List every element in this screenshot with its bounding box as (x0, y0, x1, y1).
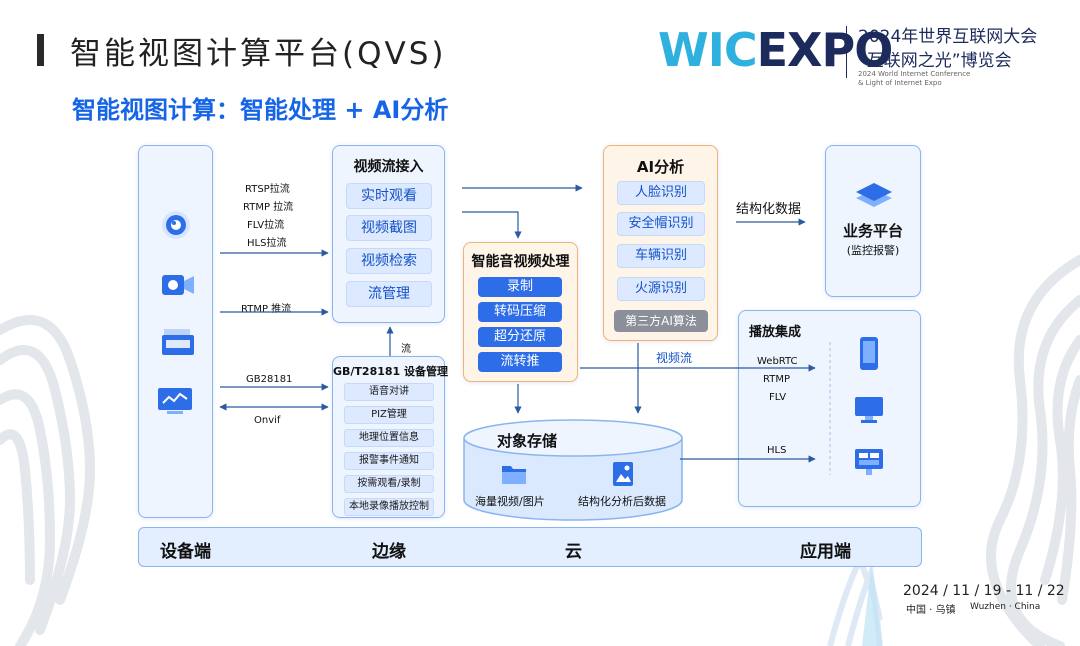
event-place-cn: 中国 · 乌镇 (906, 605, 956, 616)
hls-pull-label: HLS拉流 (247, 238, 287, 249)
logo-line-4: & Light of Internet Expo (858, 79, 942, 87)
stream-forward-button[interactable]: 流转推 (478, 352, 562, 372)
gb28181-label: GB28181 (246, 374, 293, 385)
logo-divider (846, 26, 847, 78)
face-recognition-button[interactable]: 人脸识别 (617, 181, 705, 205)
image-file-icon (613, 462, 633, 486)
playback-integration-panel: 播放集成 (738, 310, 921, 507)
title-accent-bar (37, 34, 44, 66)
flv-label: FLV (769, 392, 787, 403)
device-management-title: GB/T28181 设备管理 (333, 365, 449, 378)
storage-item-structured: 结构化分析后数据 (578, 495, 666, 508)
fire-recognition-button[interactable]: 火源识别 (617, 277, 705, 301)
stream-access-title: 视频流接入 (353, 159, 424, 175)
hls-label: HLS (767, 445, 787, 456)
logo-line-2: “互联网之光”博览会 (858, 51, 1012, 71)
stream-management-button[interactable]: 流管理 (346, 281, 432, 307)
vehicle-recognition-button[interactable]: 车辆识别 (617, 244, 705, 268)
logo-line-1: 2024年世界互联网大会 (858, 27, 1038, 47)
layer-application: 应用端 (800, 542, 851, 562)
video-snapshot-button[interactable]: 视频截图 (346, 215, 432, 241)
playback-integration-title: 播放集成 (749, 325, 802, 340)
logo-brand: WICEXPO (658, 23, 893, 77)
desktop-icon (855, 397, 883, 423)
camera-icon (162, 211, 190, 239)
page-title: 智能视图计算平台(QVS) (70, 36, 447, 72)
layer-device: 设备端 (160, 542, 211, 562)
folder-icon (502, 466, 526, 484)
helmet-recognition-button[interactable]: 安全帽识别 (617, 212, 705, 236)
object-storage-cylinder (463, 419, 683, 521)
onvif-label: Onvif (254, 415, 281, 426)
nvr-icon (162, 329, 194, 355)
ai-analysis-panel: AI分析 (603, 145, 718, 341)
super-resolution-button[interactable]: 超分还原 (478, 327, 562, 347)
rtmp-push-label: RTMP 推流 (241, 304, 292, 315)
rtmp-label: RTMP (763, 374, 790, 385)
structured-data-label: 结构化数据 (736, 202, 802, 217)
local-playback-button[interactable]: 本地录像播放控制 (344, 498, 434, 516)
business-platform-panel: 业务平台 (监控报警) (825, 145, 921, 297)
page-subtitle: 智能视图计算：智能处理 + AI分析 (72, 96, 449, 124)
video-camera-icon (162, 275, 194, 295)
third-party-ai-button[interactable]: 第三方AI算法 (614, 310, 708, 332)
video-stream-label: 视频流 (656, 351, 693, 365)
transcode-compress-button[interactable]: 转码压缩 (478, 302, 562, 322)
stack-layers-icon (856, 183, 892, 207)
flv-pull-label: FLV拉流 (247, 220, 285, 231)
webrtc-label: WebRTC (757, 356, 798, 367)
on-demand-record-button[interactable]: 按需观看/录制 (344, 475, 434, 493)
monitor-icon (158, 388, 192, 414)
phone-icon (860, 337, 878, 370)
layer-edge: 边缘 (372, 542, 406, 562)
video-search-button[interactable]: 视频检索 (346, 248, 432, 274)
ai-analysis-title: AI分析 (636, 158, 685, 176)
rtmp-pull-label: RTMP 拉流 (243, 202, 294, 213)
logo-line-3: 2024 World Internet Conference (858, 70, 971, 78)
av-processing-title: 智能音视频处理 (471, 254, 570, 270)
ptz-management-button[interactable]: PIZ管理 (344, 406, 434, 424)
object-storage-title: 对象存储 (497, 432, 558, 450)
voice-intercom-button[interactable]: 语音对讲 (344, 383, 434, 401)
event-place-en: Wuzhen · China (970, 602, 1041, 612)
layer-cloud: 云 (565, 542, 582, 562)
business-platform-subtitle: (监控报警) (846, 244, 900, 257)
record-button[interactable]: 录制 (478, 277, 562, 297)
rtsp-pull-label: RTSP拉流 (245, 184, 290, 195)
event-date: 2024 / 11 / 19 - 11 / 22 (903, 583, 1065, 599)
realtime-view-button[interactable]: 实时观看 (346, 183, 432, 209)
display-screen-icon (855, 449, 883, 475)
business-platform-title: 业务平台 (842, 222, 903, 240)
wic-expo-logo: WICEXPO 2024年世界互联网大会 “互联网之光”博览会 2024 Wor… (658, 22, 1058, 88)
alarm-event-button[interactable]: 报警事件通知 (344, 452, 434, 470)
location-info-button[interactable]: 地理位置信息 (344, 429, 434, 447)
stream-label: 流 (401, 344, 411, 355)
layer-band (138, 527, 922, 567)
storage-item-media: 海量视频/图片 (475, 495, 545, 508)
